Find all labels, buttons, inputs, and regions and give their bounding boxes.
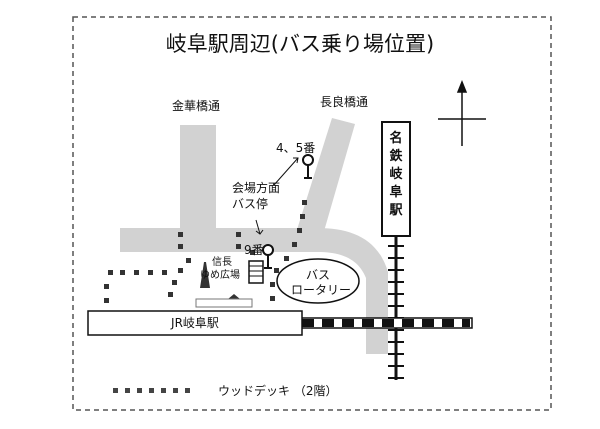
stop-45-label: 4、5番 xyxy=(276,141,316,155)
north-arrow-icon xyxy=(438,79,486,146)
bus-rotary-label-1: バス xyxy=(306,268,331,282)
nagara-street-road xyxy=(290,118,355,252)
plaza-stairs xyxy=(195,298,253,308)
plaza-hatched-box xyxy=(248,260,264,284)
wood-deck-legend xyxy=(113,388,190,393)
bus-stop-45-marker-icon xyxy=(302,154,314,179)
nagara-street-label: 長良橋通 xyxy=(320,95,369,109)
kinka-street-road xyxy=(180,125,216,232)
nobunaga-plaza xyxy=(195,260,264,308)
pedestrian-route xyxy=(104,200,307,303)
map-title: 岐阜駅周辺(バス乗り場位置) xyxy=(165,32,435,56)
jr-railway xyxy=(299,317,473,329)
venue-direction-label: 会場方面 xyxy=(232,181,281,195)
jr-station-building xyxy=(87,310,303,336)
wood-deck-label: ウッドデッキ （2階） xyxy=(218,384,338,398)
jr-station-label: JR岐阜駅 xyxy=(171,316,219,330)
nobunaga-label-1: 信長 xyxy=(212,257,232,268)
nobunaga-label-2: ゆめ広場 xyxy=(200,270,240,281)
bus-rotary-label-2: ロータリー xyxy=(291,283,352,297)
label-arrows xyxy=(255,157,299,235)
bus-stop-9-marker-icon xyxy=(262,244,274,269)
stop-9-label: 9番 xyxy=(244,243,264,257)
meitetsu-station-label: 名鉄 岐阜駅 xyxy=(389,131,403,218)
nobunaga-statue xyxy=(200,262,210,288)
bus-stop-label: バス停 xyxy=(232,197,269,211)
meitetsu-station-building xyxy=(381,121,411,237)
bus-rotary xyxy=(276,258,360,304)
main-avenue-road xyxy=(120,228,318,252)
kinka-street-label: 金華橋通 xyxy=(172,99,221,113)
map-border xyxy=(72,16,552,411)
meitetsu-railway xyxy=(388,234,404,380)
